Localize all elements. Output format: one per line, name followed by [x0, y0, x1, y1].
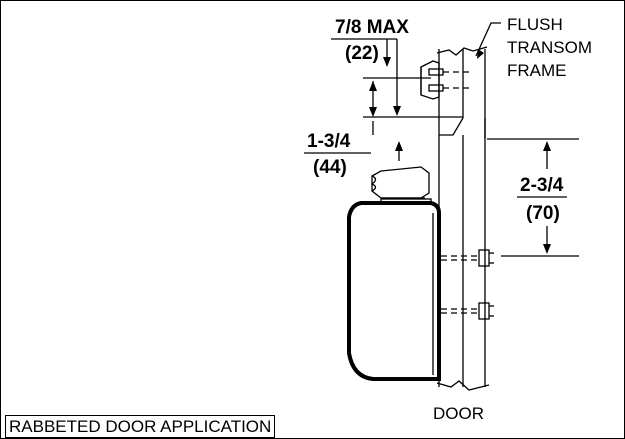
transom-frame [436, 46, 488, 139]
door-label: DOOR [433, 404, 484, 423]
closer-body [347, 198, 441, 381]
closer-arm [370, 166, 430, 199]
dim-mid-label: 1-3/4 [307, 131, 351, 152]
transom-fasteners [420, 60, 471, 100]
arrowheads [369, 49, 551, 254]
dim-right-mm-label: (70) [526, 203, 560, 224]
frame-label-line1: FLUSH [507, 15, 563, 34]
dim-mid-mm-label: (44) [313, 157, 347, 178]
dimension-2-3-4 [487, 138, 579, 257]
frame-label-line3: FRAME [507, 61, 567, 80]
dim-right-label: 2-3/4 [520, 175, 564, 196]
dimension-7-8-max [331, 38, 431, 109]
mounting-screws [441, 249, 494, 320]
caption-box: RABBETED DOOR APPLICATION [5, 415, 276, 438]
dim-top-label: 7/8 MAX [335, 17, 409, 38]
frame-leader [475, 22, 501, 57]
frame-label-line2: TRANSOM [507, 38, 592, 57]
dim-top-mm-label: (22) [345, 43, 379, 64]
door [436, 118, 490, 391]
